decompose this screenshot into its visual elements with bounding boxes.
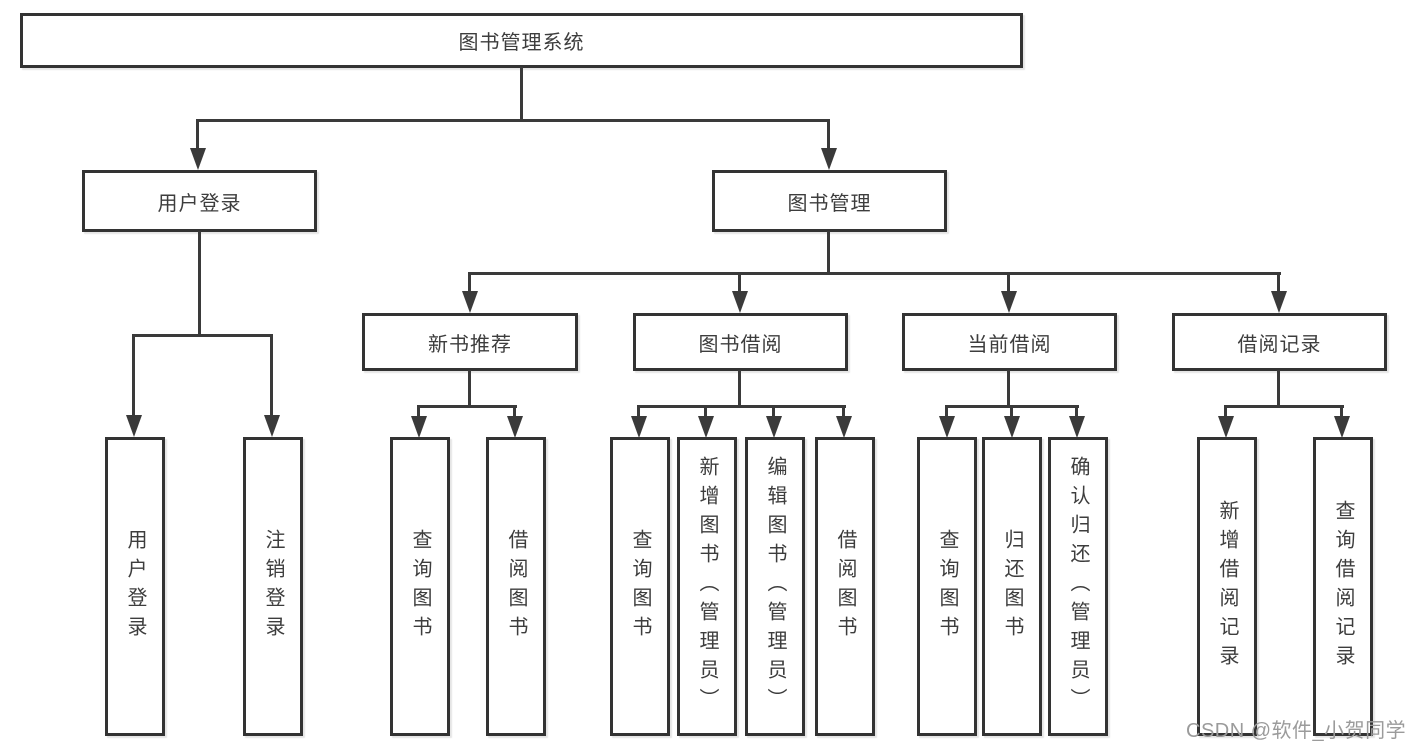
- node-book-borrowing: 图书借阅: [633, 313, 848, 371]
- connector-line: [196, 119, 830, 122]
- connector-line: [637, 405, 846, 408]
- node-current-borrowing: 当前借阅: [902, 313, 1117, 371]
- arrow-down-icon: [766, 416, 782, 438]
- connector-line: [637, 405, 640, 418]
- connector-line: [417, 405, 420, 418]
- arrow-down-icon: [1334, 416, 1350, 438]
- connector-line: [417, 405, 517, 408]
- leaf-confirm-return-admin: 确认归还（管理员）: [1048, 437, 1108, 736]
- leaf-query-books-borrowing: 查询图书: [610, 437, 670, 736]
- connector-line: [1075, 405, 1078, 418]
- connector-line: [738, 272, 741, 295]
- connector-line: [1007, 272, 1010, 295]
- leaf-label: 查询图书: [409, 528, 431, 645]
- arrow-down-icon: [1069, 416, 1085, 438]
- arrow-down-icon: [836, 416, 852, 438]
- connector-line: [270, 334, 273, 419]
- node-book-management: 图书管理: [712, 170, 947, 232]
- connector-line: [468, 272, 1281, 275]
- connector-line: [468, 272, 471, 295]
- node-label: 当前借阅: [967, 333, 1052, 356]
- connector-line: [704, 405, 707, 418]
- arrow-down-icon: [507, 416, 523, 438]
- connector-line: [1010, 405, 1013, 418]
- connector-line: [513, 405, 516, 418]
- connector-line: [198, 231, 201, 336]
- connector-line: [842, 405, 845, 418]
- connector-line: [1277, 370, 1280, 407]
- arrow-down-icon: [190, 148, 206, 170]
- leaf-label: 借阅图书: [505, 528, 527, 645]
- arrow-down-icon: [411, 416, 427, 438]
- connector-line: [132, 334, 273, 337]
- leaf-add-books-admin: 新增图书（管理员）: [677, 437, 737, 736]
- leaf-label: 查询图书: [936, 528, 958, 645]
- node-label: 借阅记录: [1237, 333, 1322, 356]
- connector-line: [945, 405, 948, 418]
- connector-line: [520, 67, 523, 121]
- leaf-edit-books-admin: 编辑图书（管理员）: [745, 437, 805, 736]
- connector-line: [738, 370, 741, 407]
- node-library-management-system: 图书管理系统: [20, 13, 1023, 68]
- leaf-label: 借阅图书: [834, 528, 856, 645]
- node-label: 图书管理系统: [458, 32, 585, 54]
- connector-line: [1224, 405, 1344, 408]
- arrow-down-icon: [126, 415, 142, 437]
- leaf-logout: 注销登录: [243, 437, 303, 736]
- node-label: 图书借阅: [698, 333, 783, 356]
- leaf-label: 查询借阅记录: [1332, 499, 1354, 674]
- leaf-user-login: 用户登录: [105, 437, 165, 736]
- connector-line: [772, 405, 775, 418]
- arrow-down-icon: [631, 416, 647, 438]
- leaf-label: 归还图书: [1001, 528, 1023, 645]
- leaf-label: 确认归还（管理员）: [1067, 456, 1089, 717]
- leaf-label: 新增借阅记录: [1216, 499, 1238, 674]
- node-new-book-recommendation: 新书推荐: [362, 313, 578, 371]
- arrow-down-icon: [1001, 291, 1017, 313]
- node-user-login: 用户登录: [82, 170, 317, 232]
- leaf-label: 用户登录: [124, 528, 146, 645]
- leaf-query-borrow-record: 查询借阅记录: [1313, 437, 1373, 736]
- node-label: 图书管理: [787, 192, 872, 215]
- connector-line: [468, 370, 471, 407]
- leaf-label: 注销登录: [262, 528, 284, 645]
- node-label: 新书推荐: [428, 333, 512, 356]
- leaf-query-books-recommend: 查询图书: [390, 437, 450, 736]
- connector-line: [132, 334, 135, 419]
- arrow-down-icon: [1218, 416, 1234, 438]
- connector-line: [1277, 272, 1280, 295]
- connector-line: [827, 231, 830, 274]
- leaf-add-borrow-record: 新增借阅记录: [1197, 437, 1257, 736]
- arrow-down-icon: [732, 291, 748, 313]
- leaf-borrow-books: 借阅图书: [815, 437, 875, 736]
- leaf-query-books-current: 查询图书: [917, 437, 977, 736]
- connector-line: [1340, 405, 1343, 418]
- connector-line: [1224, 405, 1227, 418]
- node-label: 用户登录: [157, 192, 242, 215]
- watermark: CSDN @软件_小贺同学: [1186, 720, 1405, 742]
- arrow-down-icon: [698, 416, 714, 438]
- leaf-label: 查询图书: [629, 528, 651, 645]
- leaf-label: 编辑图书（管理员）: [764, 456, 786, 717]
- arrow-down-icon: [821, 148, 837, 170]
- arrow-down-icon: [264, 415, 280, 437]
- connector-line: [196, 119, 199, 153]
- leaf-borrow-books-recommend: 借阅图书: [486, 437, 546, 736]
- arrow-down-icon: [1271, 291, 1287, 313]
- arrow-down-icon: [939, 416, 955, 438]
- connector-line: [827, 119, 830, 153]
- leaf-label: 新增图书（管理员）: [696, 456, 718, 717]
- leaf-return-books: 归还图书: [982, 437, 1042, 736]
- arrow-down-icon: [1004, 416, 1020, 438]
- node-borrowing-records: 借阅记录: [1172, 313, 1387, 371]
- arrow-down-icon: [462, 291, 478, 313]
- connector-line: [1007, 370, 1010, 407]
